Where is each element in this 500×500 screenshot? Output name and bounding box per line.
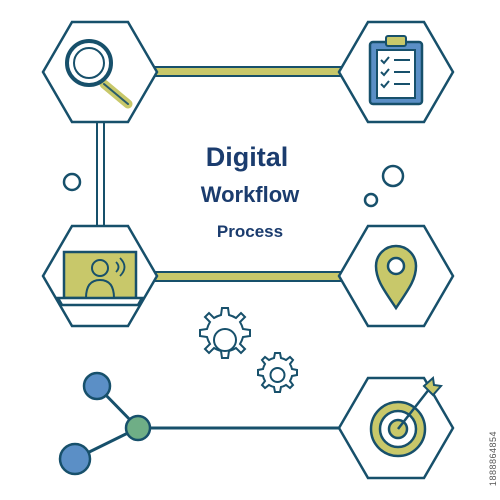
- bubble-circle: [62, 172, 82, 192]
- bubble-circle: [363, 192, 379, 208]
- magnifier-icon: [65, 39, 133, 109]
- title-line-digital: Digital: [205, 142, 289, 172]
- title-line-workflow: Workflow: [200, 182, 300, 207]
- title-line-process: Process: [216, 222, 284, 241]
- connector-top: [149, 66, 349, 77]
- network-node: [124, 414, 152, 442]
- gears-icon: [199, 307, 298, 393]
- target-arrow-icon: [369, 376, 443, 458]
- connector-vertical: [96, 117, 105, 231]
- network-node: [58, 442, 92, 476]
- diagram-title: Digital Workflow Process: [150, 140, 350, 244]
- stock-id-watermark: 1888864854: [488, 430, 498, 486]
- map-pin-icon: [374, 244, 418, 311]
- share-network-icon: [58, 371, 152, 476]
- checklist-clipboard-icon: [368, 35, 424, 106]
- connector-middle: [149, 271, 349, 282]
- bubble-circle: [381, 164, 405, 188]
- laptop-user-icon: [55, 250, 145, 307]
- network-node: [82, 371, 112, 401]
